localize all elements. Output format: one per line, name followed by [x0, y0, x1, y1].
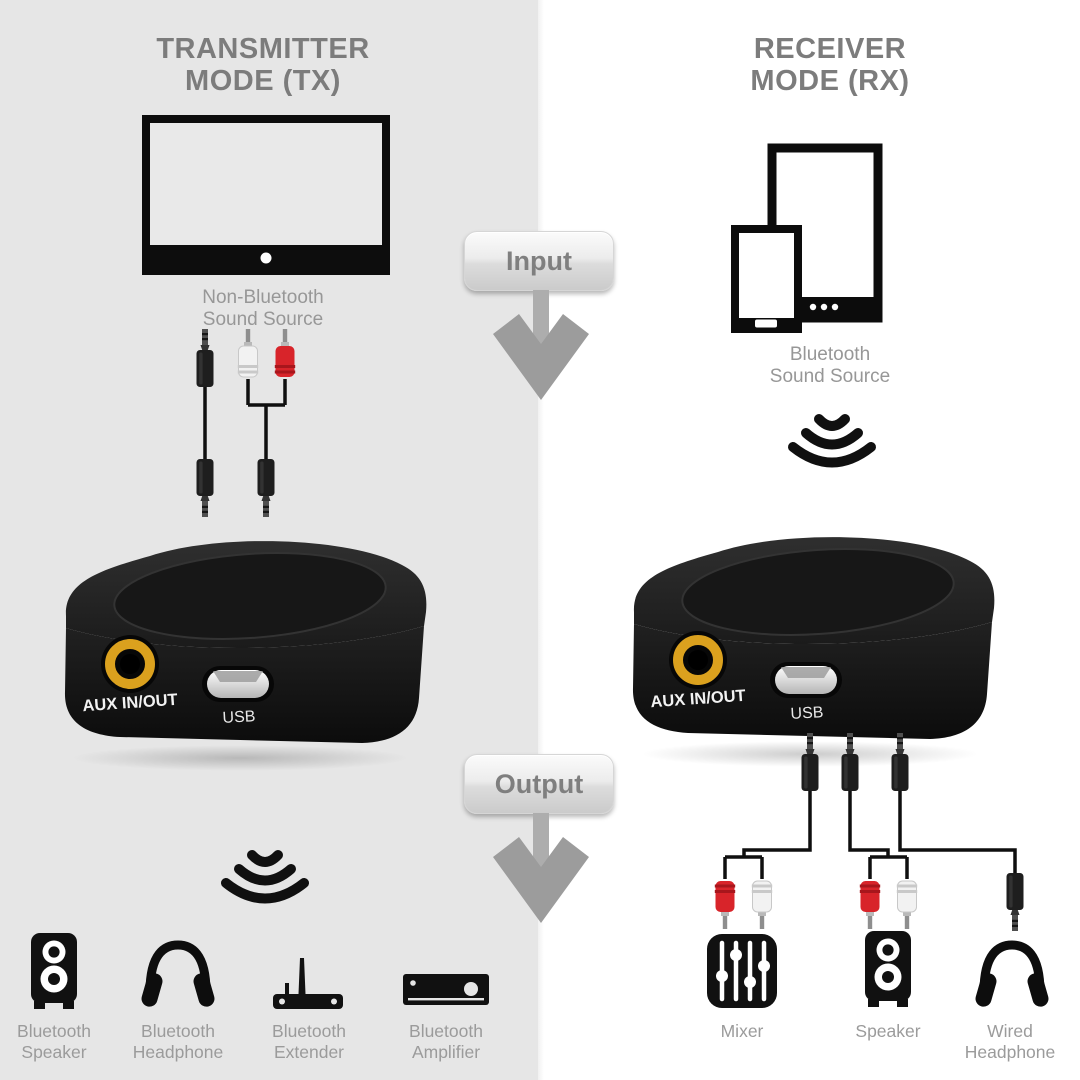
rca-plug-red-icon [859, 881, 881, 929]
speaker-label: Speaker [855, 1021, 921, 1041]
bluetooth-source-label: Bluetooth Sound Source [769, 344, 891, 388]
bluetooth-adapter-device-right: AUX IN/OUT USB [618, 526, 1003, 761]
jack-plug-icon [196, 459, 214, 517]
tv-icon [142, 115, 390, 275]
rca-plug-white-icon [237, 329, 259, 378]
mixer-label: Mixer [720, 1021, 764, 1041]
down-arrow-icon [493, 290, 589, 400]
bluetooth-extender-icon [273, 958, 343, 1009]
input-button: Input [464, 231, 614, 291]
signal-waves-icon [782, 400, 882, 480]
output-cables-icon [714, 733, 1024, 931]
non-bluetooth-source-label: Non-Bluetooth Sound Source [202, 287, 324, 331]
bluetooth-adapter-device-left: AUX IN/OUT USB [50, 530, 435, 765]
usb-port-label: USB [222, 708, 256, 727]
aux-and-rca-cables-icon [196, 329, 296, 517]
jack-plug-icon [801, 733, 819, 791]
jack-plug-icon [257, 459, 275, 517]
receiver-title: RECEIVER MODE (RX) [750, 33, 910, 98]
bluetooth-speaker-icon [31, 933, 77, 1009]
jack-plug-icon [1006, 873, 1024, 931]
rca-plug-red-icon [714, 881, 736, 929]
bluetooth-headphone-icon [138, 938, 218, 1012]
usb-port-label: USB [790, 704, 824, 723]
device-shadow [70, 745, 410, 771]
rca-plug-white-icon [751, 880, 773, 930]
rca-plug-red-icon [274, 329, 296, 377]
panel-divider [538, 0, 544, 1080]
phone-icon [731, 225, 802, 333]
bluetooth-amplifier-icon [403, 974, 489, 1005]
mixer-icon [707, 934, 777, 1008]
jack-plug-icon [891, 733, 909, 791]
transmitter-title: TRANSMITTER MODE (TX) [156, 33, 370, 98]
wired-headphone-icon [972, 938, 1052, 1012]
down-arrow-icon [493, 813, 589, 923]
tablet-and-phone-icon [731, 143, 883, 333]
speaker-icon [865, 931, 911, 1007]
jack-plug-icon [841, 733, 859, 791]
rca-plug-white-icon [896, 880, 918, 930]
jack-plug-icon [196, 329, 214, 387]
signal-waves-icon [215, 836, 315, 916]
output-button: Output [464, 754, 614, 814]
